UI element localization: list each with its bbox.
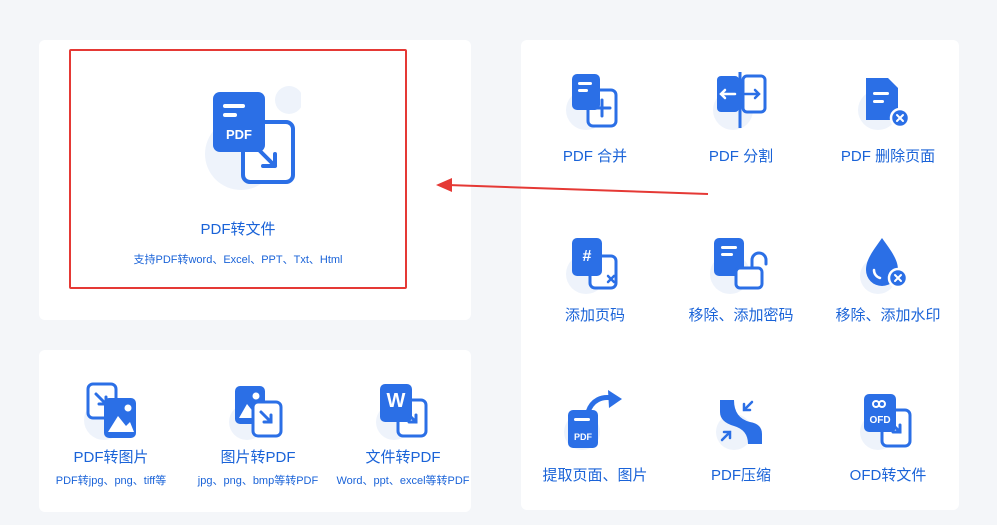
pdf-badge-text: PDF bbox=[226, 127, 252, 142]
file-to-pdf-sub: Word、ppt、excel等转PDF bbox=[336, 475, 470, 487]
image-to-pdf-icon bbox=[229, 380, 285, 442]
main-tool-subtitle: 支持PDF转word、Excel、PPT、Txt、Html bbox=[133, 254, 343, 266]
ofd-convert-label: OFD转文件 bbox=[849, 467, 927, 484]
pdf-delete-page-button[interactable]: PDF 删除页面 bbox=[826, 68, 950, 168]
word-letter: W bbox=[386, 390, 406, 412]
watermark-button[interactable]: 移除、添加水印 bbox=[826, 232, 950, 332]
pdf-split-button[interactable]: PDF 分割 bbox=[676, 68, 806, 168]
file-to-pdf-label: 文件转PDF bbox=[365, 449, 441, 466]
pdf-merge-label: PDF 合并 bbox=[562, 148, 628, 165]
pdf-to-image-button[interactable]: PDF转图片 PDF转jpg、png、tiff等 bbox=[50, 378, 172, 493]
pdf-delete-page-label: PDF 删除页面 bbox=[840, 148, 936, 165]
add-page-number-button[interactable]: # 添加页码 bbox=[530, 232, 660, 332]
pdf-to-image-icon bbox=[84, 380, 140, 442]
pdf-to-image-sub: PDF转jpg、png、tiff等 bbox=[55, 475, 167, 487]
extract-page-label: 提取页面、图片 bbox=[542, 467, 648, 484]
file-to-pdf-icon: W bbox=[376, 380, 432, 442]
ofd-convert-button[interactable]: OFD OFD转文件 bbox=[826, 388, 950, 488]
pdf-to-file-icon: PDF bbox=[201, 82, 301, 192]
extract-page-button[interactable]: PDF 提取页面、图片 bbox=[530, 388, 660, 488]
watermark-drop-icon bbox=[858, 234, 914, 296]
password-label: 移除、添加密码 bbox=[688, 307, 794, 324]
ofd-convert-icon: OFD bbox=[860, 390, 916, 452]
compress-button[interactable]: PDF压缩 bbox=[676, 388, 806, 488]
compress-icon bbox=[714, 392, 770, 452]
pdf-delete-page-icon bbox=[858, 74, 914, 132]
pdf-split-label: PDF 分割 bbox=[708, 148, 774, 165]
watermark-label: 移除、添加水印 bbox=[835, 307, 941, 324]
image-to-pdf-sub: jpg、png、bmp等转PDF bbox=[197, 475, 319, 487]
pdf-merge-button[interactable]: PDF 合并 bbox=[530, 68, 660, 168]
image-to-pdf-label: 图片转PDF bbox=[220, 449, 296, 466]
pdf-to-image-label: PDF转图片 bbox=[73, 449, 149, 466]
highlight-box bbox=[69, 49, 407, 289]
ofd-text: OFD bbox=[869, 415, 891, 426]
pdf-merge-icon bbox=[566, 70, 622, 132]
main-tool-title: PDF转文件 bbox=[200, 221, 276, 238]
password-lock-icon bbox=[710, 234, 770, 296]
add-page-number-label: 添加页码 bbox=[564, 307, 625, 324]
pdf-split-icon bbox=[713, 70, 769, 132]
image-to-pdf-button[interactable]: 图片转PDF jpg、png、bmp等转PDF bbox=[197, 378, 319, 493]
pdf-mini-text: PDF bbox=[574, 432, 592, 442]
hash-symbol: # bbox=[582, 248, 592, 265]
extract-page-icon: PDF bbox=[564, 388, 626, 452]
add-page-number-icon: # bbox=[566, 234, 622, 296]
compress-label: PDF压缩 bbox=[710, 467, 771, 484]
pdf-to-file-button[interactable]: PDF bbox=[69, 49, 407, 289]
file-to-pdf-button[interactable]: W 文件转PDF Word、ppt、excel等转PDF bbox=[336, 378, 470, 493]
password-button[interactable]: 移除、添加密码 bbox=[676, 232, 806, 332]
